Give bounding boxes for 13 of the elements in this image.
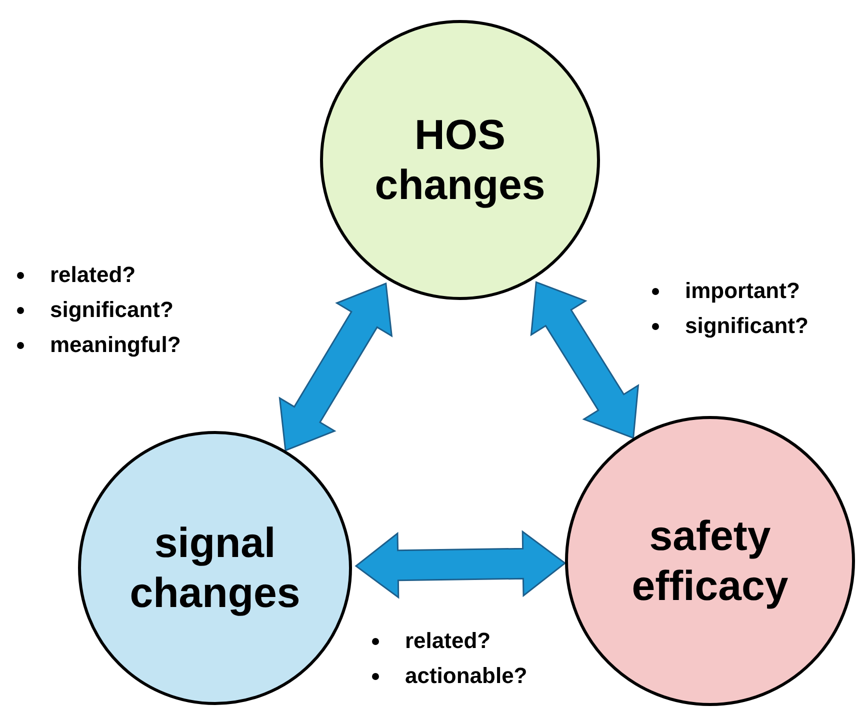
node-text: safety efficacy [630,510,790,611]
double-arrow [530,281,640,440]
bullet-text: meaningful? [50,332,181,358]
bullet-text: significant? [50,297,174,323]
bullet-text: important? [685,278,800,304]
double-arrow [278,282,393,452]
bullet-text: significant? [685,313,808,339]
bullet-text: actionable? [405,663,528,689]
node-text: signal changes [128,518,302,618]
double-arrow [354,530,566,599]
bullet-text: related? [405,628,491,654]
node-text: HOS changes [374,110,546,210]
bullet-text: related? [50,262,136,288]
